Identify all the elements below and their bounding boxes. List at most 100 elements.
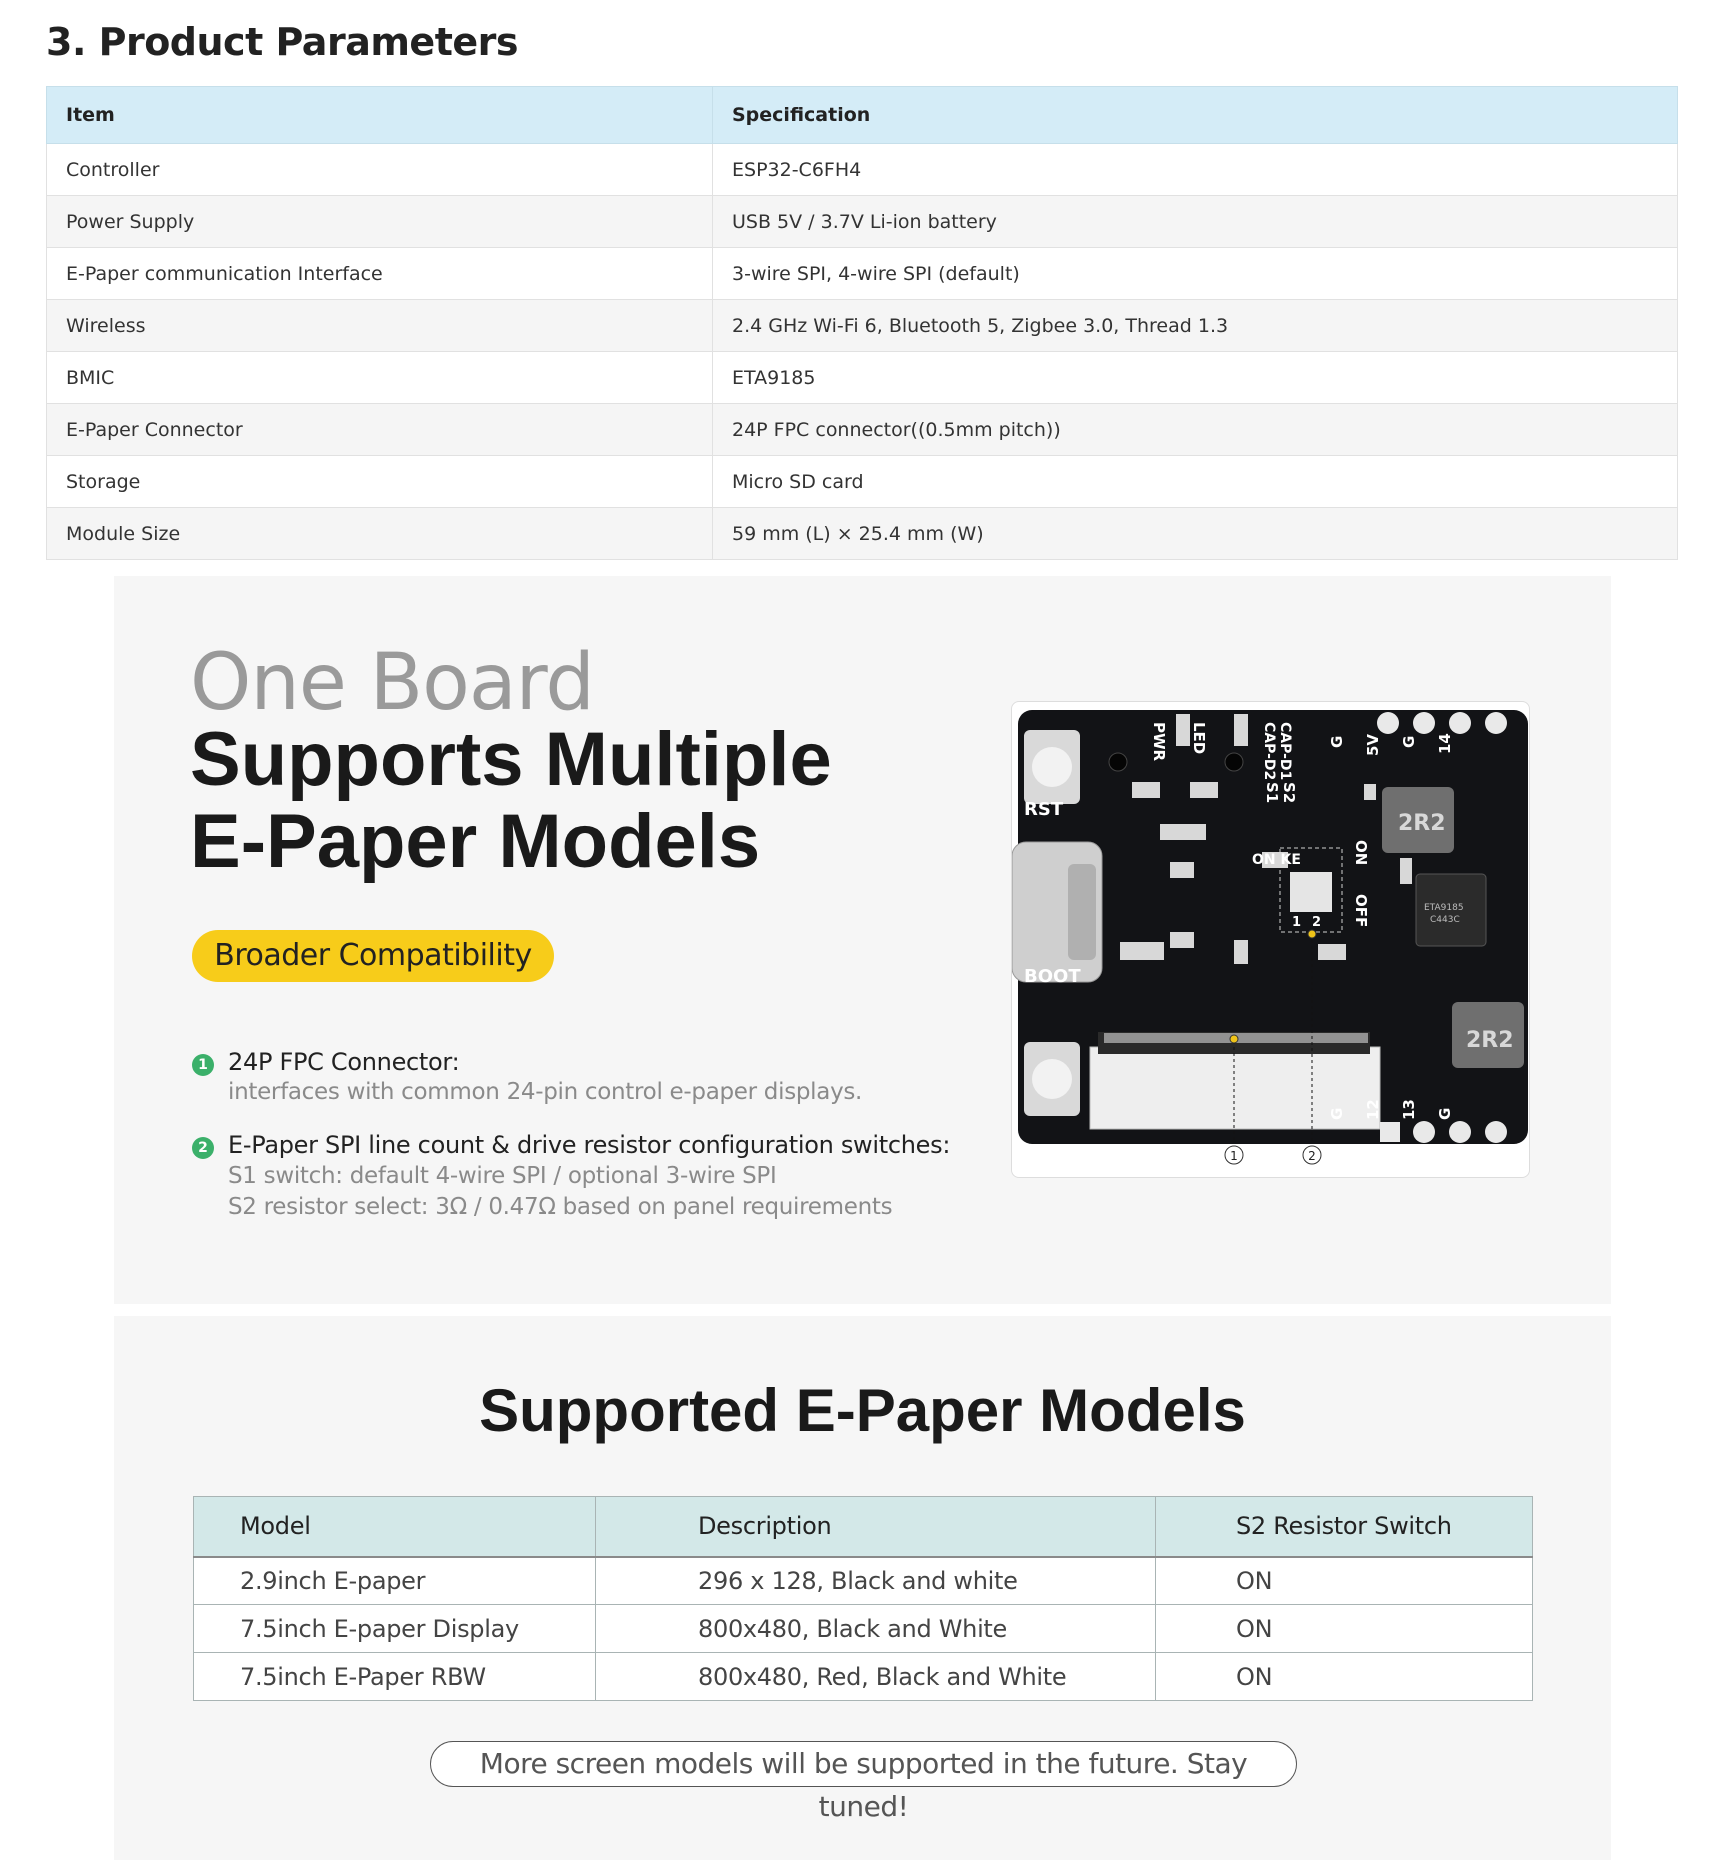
future-support-note: More screen models will be supported in … — [430, 1741, 1297, 1823]
usb-c-inner — [1068, 864, 1096, 960]
params-header-item: Item — [46, 86, 713, 144]
callout-badge-1 — [1224, 1145, 1244, 1165]
dip-num-1: 1 — [1292, 915, 1301, 930]
param-value: USB 5V / 3.7V Li-ion battery — [712, 195, 1678, 248]
callout-dot-1 — [1229, 1034, 1239, 1044]
model-switch: ON — [1155, 1652, 1533, 1701]
pad-sq — [1380, 1122, 1400, 1142]
g3-label: G — [1328, 1108, 1346, 1120]
led-label: LED — [1190, 722, 1208, 754]
table-row: 2.9inch E-paper 296 x 128, Black and whi… — [193, 1556, 1533, 1605]
param-value: 2.4 GHz Wi-Fi 6, Bluetooth 5, Zigbee 3.0… — [712, 299, 1678, 352]
inductor-top-label: 2R2 — [1398, 811, 1446, 836]
g2-label: G — [1400, 736, 1418, 748]
model-name: 7.5inch E-Paper RBW — [193, 1652, 596, 1701]
rst-label: RST — [1024, 799, 1064, 820]
onke-label: ON KE — [1252, 852, 1301, 868]
pad-14 — [1485, 712, 1507, 734]
13-label: 13 — [1400, 1099, 1418, 1120]
models-header-description: Description — [595, 1496, 1156, 1558]
s2-label: S2 — [1280, 782, 1298, 803]
param-item: Storage — [46, 455, 713, 508]
models-header-model: Model — [193, 1496, 596, 1558]
chip-label: ETA9185 — [1424, 903, 1464, 913]
inductor-bottom-label: 2R2 — [1466, 1028, 1514, 1053]
callout-badge-2 — [1302, 1145, 1322, 1165]
off-label: OFF — [1352, 894, 1370, 927]
cap-d2-label: CAP-D2 — [1261, 722, 1277, 780]
14-label: 14 — [1436, 733, 1454, 754]
param-item: Power Supply — [46, 195, 713, 248]
models-table: Model Description S2 Resistor Switch 2.9… — [193, 1496, 1533, 1701]
param-item: BMIC — [46, 351, 713, 404]
feature-number-badge: 2 — [192, 1137, 214, 1159]
g4-label: G — [1436, 1108, 1454, 1120]
led-hole-1 — [1108, 752, 1128, 772]
pad-g — [1377, 712, 1399, 734]
param-item: Controller — [46, 143, 713, 196]
section-title: 3. Product Parameters — [46, 20, 519, 64]
model-description: 296 x 128, Black and white — [595, 1556, 1156, 1605]
feature-title: 24P FPC Connector: — [228, 1048, 460, 1076]
smd-components — [1120, 714, 1412, 964]
model-name: 2.9inch E-paper — [193, 1556, 596, 1605]
feature-desc: interfaces with common 24-pin control e-… — [228, 1079, 863, 1105]
params-header-row: Item Specification — [46, 86, 1678, 144]
feature-title: E-Paper SPI line count & drive resistor … — [228, 1131, 951, 1159]
models-header-row: Model Description S2 Resistor Switch — [193, 1496, 1533, 1558]
g1-label: G — [1328, 736, 1346, 748]
dip-switch — [1290, 872, 1332, 912]
board-figure: RST BOOT ON KE 2R2 2R2 ETA9185 C443C 1 2… — [1011, 701, 1530, 1178]
params-header-spec: Specification — [712, 86, 1678, 144]
on-label: ON — [1352, 840, 1370, 865]
chip-code-label: C443C — [1430, 915, 1460, 925]
model-description: 800x480, Red, Black and White — [595, 1652, 1156, 1701]
5v-label: 5V — [1364, 734, 1382, 756]
callout-number-2: 2 — [1308, 1149, 1316, 1163]
param-value: 24P FPC connector((0.5mm pitch)) — [712, 403, 1678, 456]
s1-label: S1 — [1263, 782, 1281, 803]
banner-title-line-2: E-Paper Models — [190, 799, 761, 884]
inductor-bottom — [1452, 1002, 1524, 1068]
models-header-switch: S2 Resistor Switch — [1155, 1496, 1533, 1558]
12-label: 12 — [1364, 1099, 1382, 1120]
param-item: E-Paper Connector — [46, 403, 713, 456]
supported-models-title: Supported E-Paper Models — [479, 1377, 1246, 1444]
param-item: E-Paper communication Interface — [46, 247, 713, 300]
supported-models-banner: Supported E-Paper Models Model Descripti… — [114, 1316, 1611, 1860]
cap-d1-label: CAP-D1 — [1277, 722, 1293, 780]
feature-desc: S2 resistor select: 3Ω / 0.47Ω based on … — [228, 1194, 893, 1220]
callout-dot-2 — [1307, 929, 1317, 939]
table-row: 7.5inch E-Paper RBW 800x480, Red, Black … — [193, 1652, 1533, 1701]
pad-13 — [1449, 1121, 1471, 1143]
rst-button-cap — [1032, 747, 1072, 787]
board-illustration: RST BOOT ON KE 2R2 2R2 ETA9185 C443C 1 2… — [1012, 710, 1528, 1165]
pwr-label: PWR — [1150, 722, 1168, 762]
pad-12 — [1413, 1121, 1435, 1143]
banner-title-bold: Supports Multiple E-Paper Models — [190, 719, 832, 883]
param-value: 59 mm (L) × 25.4 mm (W) — [712, 507, 1678, 560]
feature-desc: S1 switch: default 4-wire SPI / optional… — [228, 1163, 777, 1189]
param-value: ESP32-C6FH4 — [712, 143, 1678, 196]
dip-num-2: 2 — [1312, 915, 1321, 930]
boot-label: BOOT — [1024, 966, 1081, 987]
banner-title-light: One Board — [190, 638, 595, 728]
param-value: Micro SD card — [712, 455, 1678, 508]
boot-button-cap — [1032, 1059, 1072, 1099]
banner-title-line-1: Supports Multiple — [190, 717, 832, 802]
model-name: 7.5inch E-paper Display — [193, 1604, 596, 1653]
pad-g2 — [1449, 712, 1471, 734]
param-value: ETA9185 — [712, 351, 1678, 404]
param-value: 3-wire SPI, 4-wire SPI (default) — [712, 247, 1678, 300]
model-switch: ON — [1155, 1556, 1533, 1605]
compatibility-pill: Broader Compatibility — [192, 930, 554, 982]
